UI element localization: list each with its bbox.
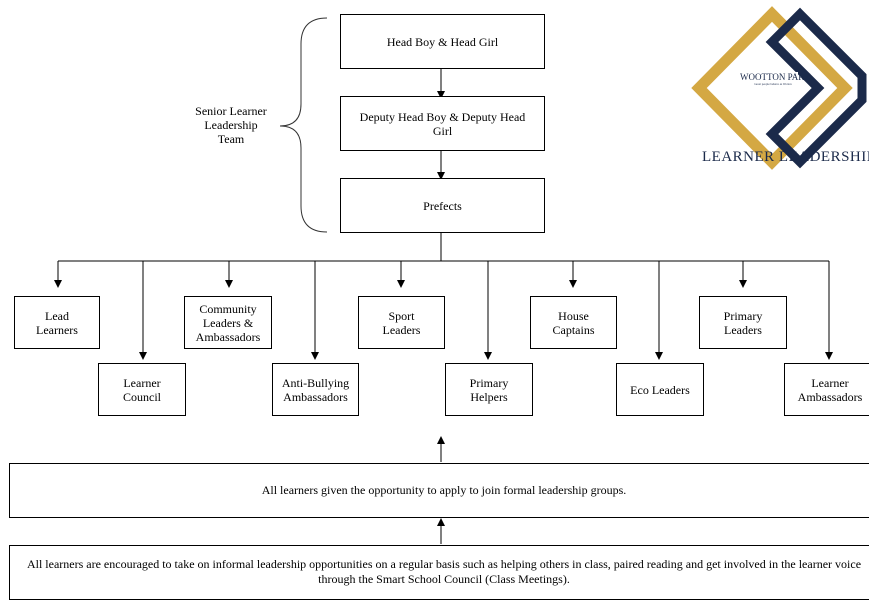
anti-bullying-label: Anti-Bullying Ambassadors	[281, 375, 350, 404]
sport-leaders-label: Sport Leaders	[382, 308, 421, 337]
logo-tagline: Great people behave as Wotton	[754, 82, 792, 86]
logo-navy-chevron	[765, 7, 867, 169]
formal-leadership-label: All learners given the opportunity to ap…	[261, 483, 627, 497]
deputy-head-label: Deputy Head Boy & Deputy Head Girl	[359, 109, 526, 138]
community-leaders-box: Community Leaders & Ambassadors	[184, 296, 272, 349]
primary-leaders-box: Primary Leaders	[699, 296, 787, 349]
anti-bullying-box: Anti-Bullying Ambassadors	[272, 363, 359, 416]
primary-helpers-label: Primary Helpers	[469, 375, 509, 404]
house-captains-label: House Captains	[552, 308, 595, 337]
learner-ambassadors-box: Learner Ambassadors	[784, 363, 869, 416]
lead-learners-label: Lead Learners	[36, 308, 78, 337]
senior-team-brace	[279, 17, 328, 233]
logo-caption: LEARNER LEADERSHIP	[702, 149, 869, 165]
deputy-head-box: Deputy Head Boy & Deputy Head Girl	[340, 96, 545, 151]
learner-ambassadors-label: Learner Ambassadors	[797, 375, 863, 404]
learner-council-label: Learner Council	[123, 375, 161, 404]
house-captains-box: House Captains	[530, 296, 617, 349]
learner-council-box: Learner Council	[98, 363, 186, 416]
head-boy-girl-label: Head Boy & Head Girl	[386, 34, 499, 49]
primary-helpers-box: Primary Helpers	[445, 363, 533, 416]
informal-leadership-label: All learners are encouraged to take on i…	[26, 557, 862, 586]
logo-school-name: WOOTTON PARK	[740, 72, 811, 82]
prefects-box: Prefects	[340, 178, 545, 233]
head-boy-girl-box: Head Boy & Head Girl	[340, 14, 545, 69]
primary-leaders-label: Primary Leaders	[723, 308, 763, 337]
logo-gold-chevron	[691, 6, 853, 170]
senior-team-label: Senior Learner Leadership Team	[195, 104, 267, 146]
informal-leadership-box: All learners are encouraged to take on i…	[9, 545, 869, 600]
eco-leaders-box: Eco Leaders	[616, 363, 704, 416]
community-leaders-label: Community Leaders & Ambassadors	[195, 301, 261, 344]
logo-emblem	[691, 6, 867, 170]
lead-learners-box: Lead Learners	[14, 296, 100, 349]
formal-leadership-box: All learners given the opportunity to ap…	[9, 463, 869, 518]
sport-leaders-box: Sport Leaders	[358, 296, 445, 349]
prefects-label: Prefects	[423, 198, 462, 213]
logo-badge: WOOTTON PARK Great people behave as Wott…	[740, 72, 811, 86]
eco-leaders-label: Eco Leaders	[630, 382, 690, 397]
